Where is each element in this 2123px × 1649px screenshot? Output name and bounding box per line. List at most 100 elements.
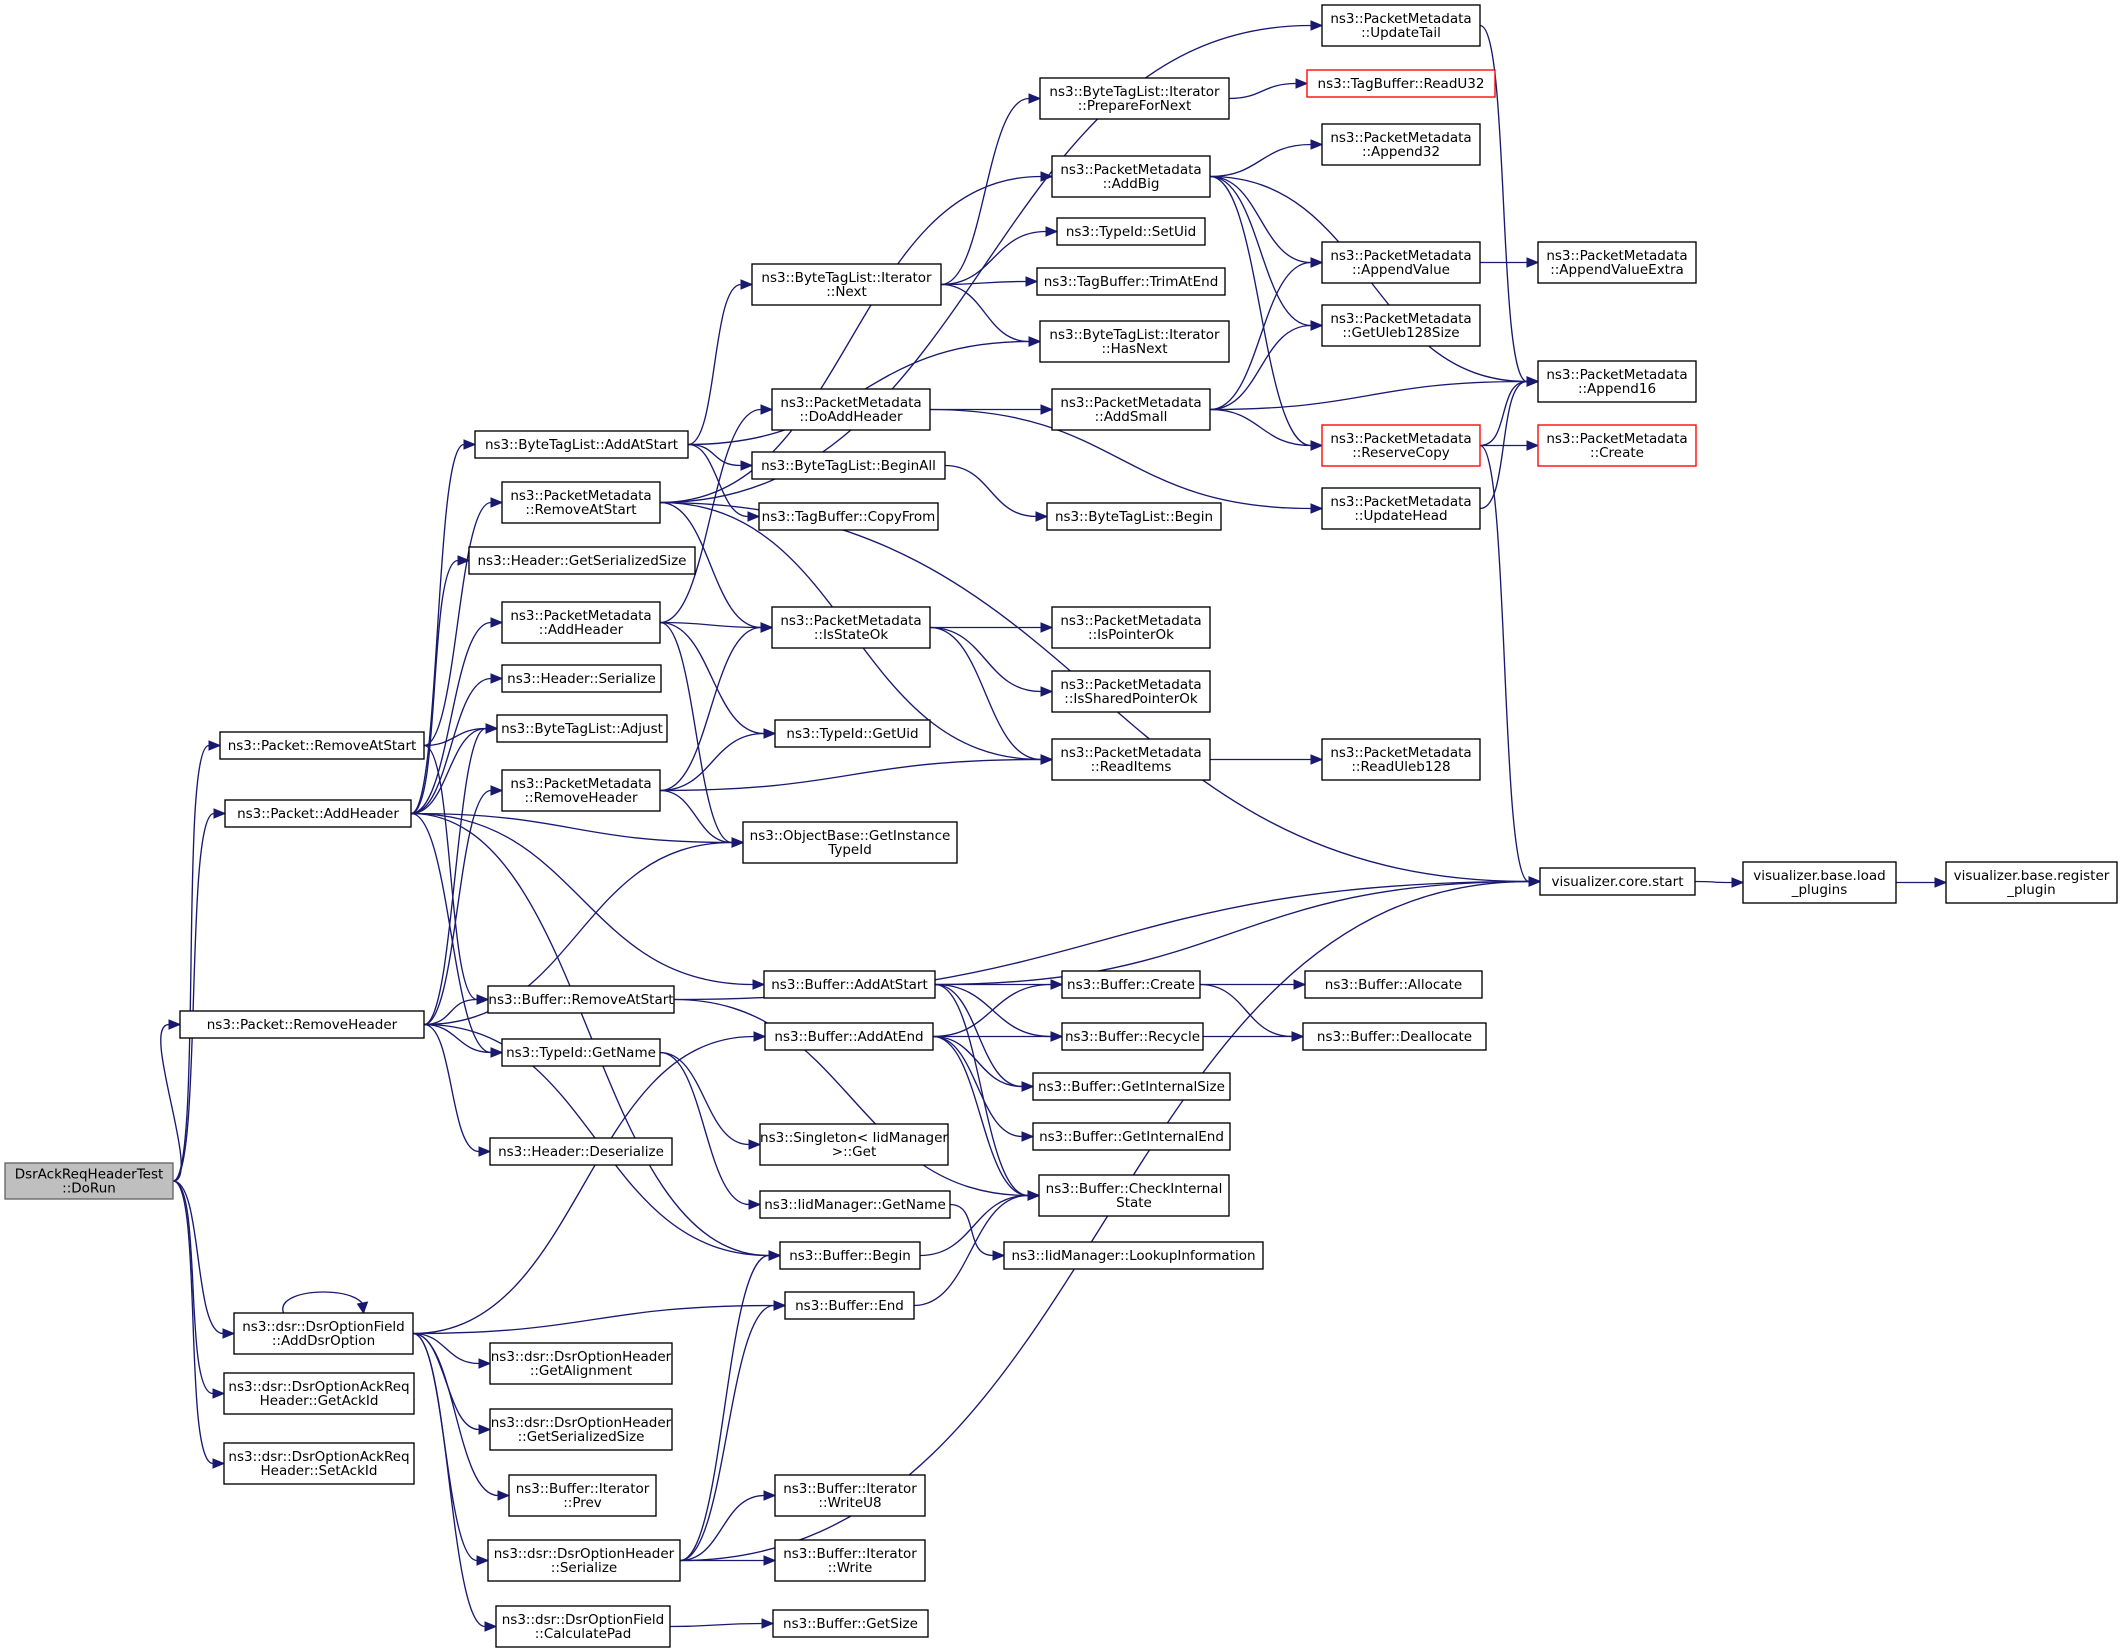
edge-line xyxy=(929,626,1042,761)
node-bufit-prev[interactable]: ns3::Buffer::Iterator::Prev xyxy=(508,1474,657,1517)
node-buf-getinternalsize[interactable]: ns3::Buffer::GetInternalSize xyxy=(1032,1072,1231,1101)
node-label: ns3::Header::Deserialize xyxy=(498,1144,664,1160)
node-bufit-writeu8[interactable]: ns3::Buffer::Iterator::WriteU8 xyxy=(774,1474,926,1517)
node-pm-appendvalue[interactable]: ns3::PacketMetadata::AppendValue xyxy=(1321,241,1481,284)
node-buf-allocate[interactable]: ns3::Buffer::Allocate xyxy=(1304,970,1483,999)
node-pm-removeheader[interactable]: ns3::PacketMetadata::RemoveHeader xyxy=(501,769,661,812)
node-buf-addatstart[interactable]: ns3::Buffer::AddAtStart xyxy=(763,970,936,999)
call-edge xyxy=(1479,444,1542,887)
node-box xyxy=(179,1010,425,1039)
node-dsrh-serialize[interactable]: ns3::dsr::DsrOptionHeader::Serialize xyxy=(487,1539,681,1582)
node-btl-beginall[interactable]: ns3::ByteTagList::BeginAll xyxy=(751,451,946,480)
node-buf-getinternalend[interactable]: ns3::Buffer::GetInternalEnd xyxy=(1032,1122,1231,1151)
node-p-removeatstart[interactable]: ns3::Packet::RemoveAtStart xyxy=(219,731,425,760)
node-pm-readuleb128[interactable]: ns3::PacketMetadata::ReadUleb128 xyxy=(1321,738,1481,781)
node-buf-end[interactable]: ns3::Buffer::End xyxy=(784,1291,915,1320)
node-btlit-next[interactable]: ns3::ByteTagList::Iterator::Next xyxy=(751,263,942,306)
call-edge xyxy=(1203,1031,1305,1042)
node-btl-adjust[interactable]: ns3::ByteTagList::Adjust xyxy=(496,714,668,743)
node-hdr-getserializedsize[interactable]: ns3::Header::GetSerializedSize xyxy=(468,546,696,575)
node-label: ns3::Buffer::AddAtEnd xyxy=(774,1029,923,1045)
node-buf-deallocate[interactable]: ns3::Buffer::Deallocate xyxy=(1302,1022,1487,1051)
node-typeid-getname[interactable]: ns3::TypeId::GetName xyxy=(501,1038,661,1067)
node-box xyxy=(1742,861,1897,904)
edge-arrowhead xyxy=(208,740,222,751)
edge-line xyxy=(932,983,1052,1038)
node-buf-recycle[interactable]: ns3::Buffer::Recycle xyxy=(1061,1022,1204,1051)
node-buf-begin[interactable]: ns3::Buffer::Begin xyxy=(779,1241,921,1270)
node-buf-create[interactable]: ns3::Buffer::Create xyxy=(1061,970,1201,999)
call-edge xyxy=(410,812,782,1261)
node-pm-isstateok[interactable]: ns3::PacketMetadata::IsStateOk xyxy=(771,606,931,649)
node-dsr-getackid[interactable]: ns3::dsr::DsrOptionAckReqHeader::GetAckI… xyxy=(223,1372,415,1415)
node-typeid-getuid[interactable]: ns3::TypeId::GetUid xyxy=(774,719,931,748)
node-dsr-setackid[interactable]: ns3::dsr::DsrOptionAckReqHeader::SetAckI… xyxy=(223,1442,415,1485)
node-pm-ispointerok[interactable]: ns3::PacketMetadata::IsPointerOk xyxy=(1051,606,1211,649)
node-p-addheader[interactable]: ns3::Packet::AddHeader xyxy=(224,799,412,828)
node-pm-updatetail[interactable]: ns3::PacketMetadata::UpdateTail xyxy=(1321,4,1481,47)
edge-line xyxy=(919,1194,1029,1257)
edge-arrowhead xyxy=(763,728,777,739)
node-dsrh-getserializedsize[interactable]: ns3::dsr::DsrOptionHeader::GetSerialized… xyxy=(489,1408,673,1451)
node-buf-getsize[interactable]: ns3::Buffer::GetSize xyxy=(772,1609,929,1638)
node-pm-addsmall[interactable]: ns3::PacketMetadata::AddSmall xyxy=(1051,388,1211,431)
node-p-removeheader[interactable]: ns3::Packet::RemoveHeader xyxy=(179,1010,425,1039)
node-vis-base-loadplugins[interactable]: visualizer.base.load_plugins xyxy=(1742,861,1897,904)
edge-line xyxy=(659,621,733,844)
node-pm-updatehead[interactable]: ns3::PacketMetadata::UpdateHead xyxy=(1321,487,1481,530)
node-pm-issharedpointerok[interactable]: ns3::PacketMetadata::IsSharedPointerOk xyxy=(1051,670,1211,713)
node-pm-doaddheader[interactable]: ns3::PacketMetadata::DoAddHeader xyxy=(771,388,931,431)
node-dsr-adddsroption[interactable]: ns3::dsr::DsrOptionField::AddDsrOption xyxy=(233,1312,414,1355)
node-bufit-write[interactable]: ns3::Buffer::Iterator::Write xyxy=(774,1539,926,1582)
edge-line xyxy=(423,789,492,1026)
node-typeid-setuid[interactable]: ns3::TypeId::SetUid xyxy=(1056,217,1206,246)
node-root[interactable]: DsrAckReqHeaderTest::DoRun xyxy=(4,1162,174,1200)
node-box xyxy=(1032,1072,1231,1101)
node-btl-addatstart[interactable]: ns3::ByteTagList::AddAtStart xyxy=(474,430,689,459)
call-edge xyxy=(282,1291,369,1315)
node-iid-lookupinformation[interactable]: ns3::IidManager::LookupInformation xyxy=(1003,1241,1264,1270)
node-vis-base-registerplugin[interactable]: visualizer.base.register_plugin xyxy=(1945,861,2118,904)
node-box xyxy=(1051,155,1211,198)
node-pm-removeatstart[interactable]: ns3::PacketMetadata::RemoveAtStart xyxy=(501,481,661,524)
edge-arrowhead xyxy=(484,1621,498,1632)
call-edge xyxy=(929,622,1054,633)
node-vis-core-start[interactable]: visualizer.core.start xyxy=(1539,867,1696,896)
node-pm-addbig[interactable]: ns3::PacketMetadata::AddBig xyxy=(1051,155,1211,198)
call-edge xyxy=(659,1051,762,1210)
node-label: visualizer.base.register xyxy=(1954,868,2110,884)
node-label: ::Append32 xyxy=(1362,144,1440,160)
node-box xyxy=(751,451,946,480)
node-btlit-hasnext[interactable]: ns3::ByteTagList::Iterator::HasNext xyxy=(1039,320,1230,363)
node-pm-getuleb128size[interactable]: ns3::PacketMetadata::GetUleb128Size xyxy=(1321,304,1481,347)
node-buf-addatend[interactable]: ns3::Buffer::AddAtEnd xyxy=(764,1022,934,1051)
node-tb-trimatend[interactable]: ns3::TagBuffer::TrimAtEnd xyxy=(1036,267,1226,296)
node-iid-getname[interactable]: ns3::IidManager::GetName xyxy=(759,1190,951,1219)
node-singleton-get[interactable]: ns3::Singleton< IidManager>::Get xyxy=(759,1123,949,1166)
node-btl-begin[interactable]: ns3::ByteTagList::Begin xyxy=(1046,502,1222,531)
node-tb-copyfrom[interactable]: ns3::TagBuffer::CopyFrom xyxy=(758,502,939,531)
node-hdr-serialize[interactable]: ns3::Header::Serialize xyxy=(501,664,662,693)
node-pm-addheader[interactable]: ns3::PacketMetadata::AddHeader xyxy=(501,601,661,644)
node-pm-appendvalueextra[interactable]: ns3::PacketMetadata::AppendValueExtra xyxy=(1537,241,1697,284)
edge-line xyxy=(913,1194,1029,1307)
node-pm-reservecopy[interactable]: ns3::PacketMetadata::ReserveCopy xyxy=(1321,424,1481,467)
node-hdr-deserialize[interactable]: ns3::Header::Deserialize xyxy=(489,1137,673,1166)
call-edge xyxy=(1209,408,1324,451)
node-btlit-preparefornext[interactable]: ns3::ByteTagList::Iterator::PrepareForNe… xyxy=(1039,77,1230,120)
node-tb-readu32[interactable]: ns3::TagBuffer::ReadU32 xyxy=(1306,69,1496,98)
edge-arrowhead xyxy=(1028,336,1042,347)
node-buf-removeatstart[interactable]: ns3::Buffer::RemoveAtStart xyxy=(487,985,675,1014)
node-pm-readitems[interactable]: ns3::PacketMetadata::ReadItems xyxy=(1051,738,1211,781)
node-pm-create[interactable]: ns3::PacketMetadata::Create xyxy=(1537,424,1697,467)
node-label: ns3::PacketMetadata xyxy=(1330,11,1471,27)
node-box xyxy=(487,1539,681,1582)
node-dsrh-getalignment[interactable]: ns3::dsr::DsrOptionHeader::GetAlignment xyxy=(489,1342,673,1385)
call-edge xyxy=(423,1023,492,1157)
node-pm-append16[interactable]: ns3::PacketMetadata::Append16 xyxy=(1537,360,1697,403)
node-dsrf-calculatepad[interactable]: ns3::dsr::DsrOptionField::CalculatePad xyxy=(495,1605,671,1648)
node-pm-append32[interactable]: ns3::PacketMetadata::Append32 xyxy=(1321,123,1481,166)
edge-arrowhead xyxy=(1526,440,1540,451)
